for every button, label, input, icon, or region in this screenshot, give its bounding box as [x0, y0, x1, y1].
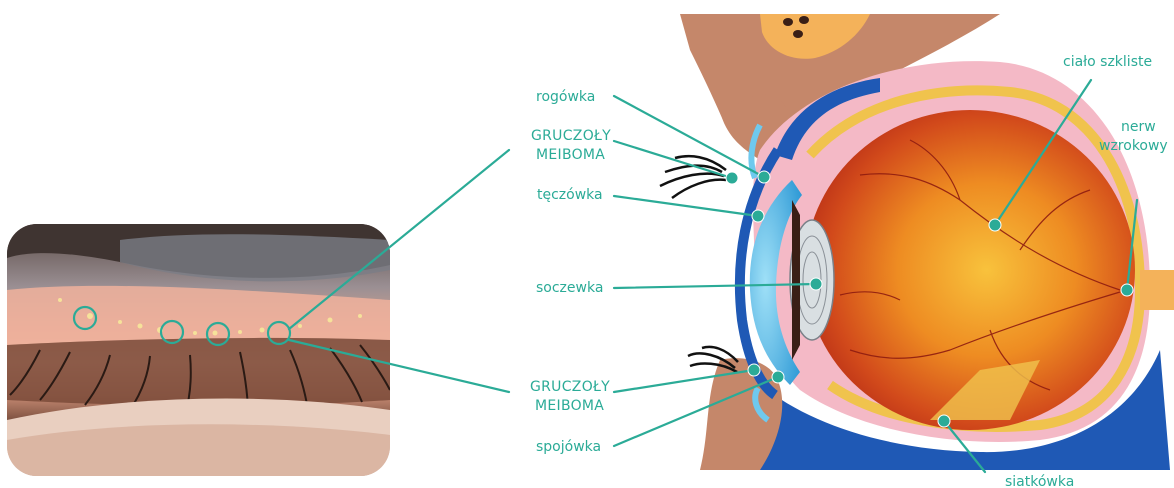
dot-cialo	[989, 219, 1001, 231]
dot-teczowka	[752, 210, 764, 222]
label-meibom-upper-line2: MEIBOMA	[536, 147, 605, 163]
dot-rogowka	[758, 171, 770, 183]
dot-siatkowka	[938, 415, 950, 427]
dot-soczewka	[810, 278, 822, 290]
label-meibom-upper-line1: GRUCZOŁY	[531, 128, 611, 144]
label-nerw-line2: wzrokowy	[1099, 138, 1168, 154]
dot-spojowka	[772, 371, 784, 383]
iris	[792, 200, 800, 360]
eye-cross-section	[660, 14, 1174, 470]
dot-meibom-upper	[726, 172, 738, 184]
label-cialo-szkliste: ciało szkliste	[1063, 54, 1152, 70]
label-rogowka: rogówka	[536, 89, 595, 105]
optic-nerve	[1140, 270, 1174, 310]
eyelashes-upper	[660, 156, 726, 198]
label-nerw-line1: nerw	[1121, 119, 1156, 135]
label-soczewka: soczewka	[536, 280, 603, 296]
label-meibom-lower-line1: GRUCZOŁY	[530, 379, 610, 395]
dot-nerw	[1121, 284, 1133, 296]
label-spojowka: spojówka	[536, 439, 601, 455]
dot-meibom-lower	[748, 364, 760, 376]
label-meibom-lower-line2: MEIBOMA	[535, 398, 604, 414]
label-teczowka: tęczówka	[537, 187, 603, 203]
label-siatkowka: siatkówka	[1005, 474, 1074, 488]
